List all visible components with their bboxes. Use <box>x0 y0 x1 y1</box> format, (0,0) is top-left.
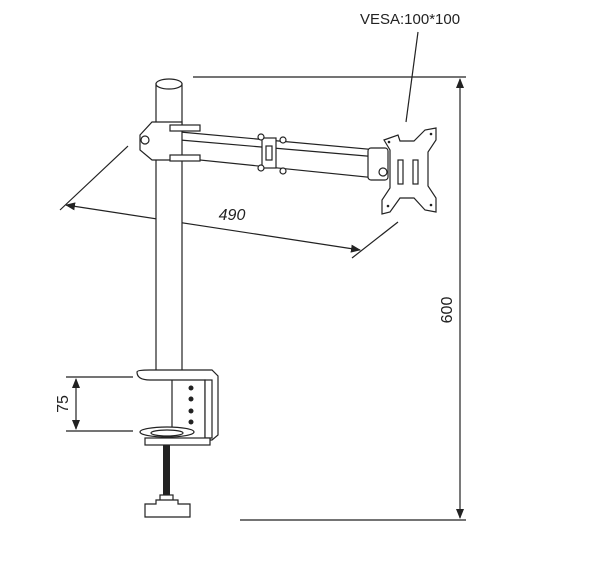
clamp-range-dimension: 75 <box>55 376 133 432</box>
vesa-plate <box>381 127 437 215</box>
vesa-leader-line <box>405 31 419 123</box>
height-label: 600 <box>439 297 456 324</box>
vesa-label: VESA:100*100 <box>360 11 460 28</box>
arm-length-dimension: 490 <box>59 145 399 259</box>
clamp-screw <box>163 445 170 500</box>
height-dimension: 600 <box>193 76 466 521</box>
desk-clamp <box>136 369 219 518</box>
clamp-range-label: 75 <box>55 395 72 413</box>
arm-length-label: 490 <box>219 207 246 224</box>
arm <box>139 121 389 181</box>
clamp-knob[interactable] <box>144 499 191 518</box>
